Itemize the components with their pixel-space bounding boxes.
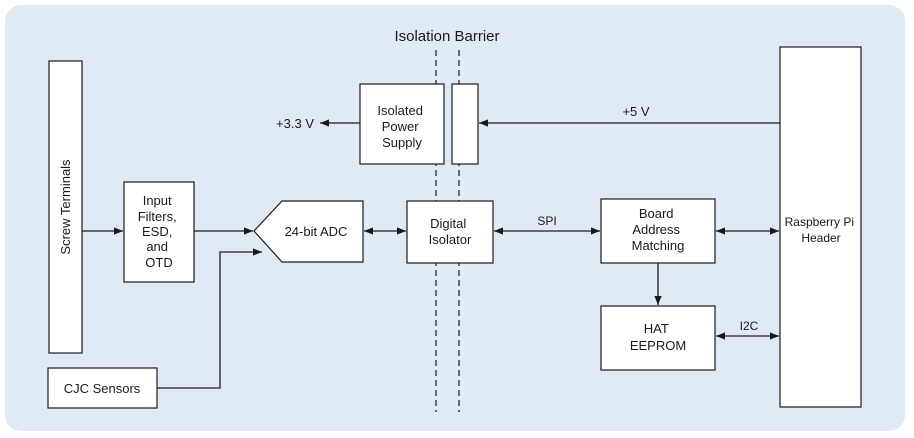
v5-label: +5 V	[622, 104, 649, 119]
cjc-sensors-label: CJC Sensors	[64, 381, 141, 396]
digital-isolator-block	[406, 200, 494, 264]
input-filters-label: Input Filters, ESD, and OTD	[138, 193, 181, 270]
screw-terminals-label: Screw Terminals	[58, 159, 73, 255]
raspberry-pi-header-label: Raspberry Pi Header	[785, 215, 858, 245]
hat-eeprom-label: HAT EEPROM	[630, 321, 686, 353]
isolated-power-supply-block	[359, 83, 445, 165]
adc-label: 24-bit ADC	[285, 224, 348, 239]
v33-label: +3.3 V	[276, 116, 314, 131]
adc-block	[253, 200, 364, 263]
arrow-cjc-to-adc	[157, 248, 262, 389]
board-address-matching-label: Board Address Matching	[632, 206, 685, 253]
isolated-power-supply-secondary	[451, 83, 479, 165]
isolated-power-supply-label: Isolated Power Supply	[377, 103, 426, 150]
input-filters-block	[123, 181, 195, 283]
digital-isolator-label: Digital Isolator	[429, 216, 472, 247]
i2c-label: I2C	[740, 319, 759, 333]
spi-label: SPI	[537, 214, 556, 228]
hat-eeprom-block	[600, 305, 716, 371]
board-address-matching-block	[600, 198, 716, 264]
cjc-sensors-block	[47, 367, 158, 409]
raspberry-pi-header-block	[779, 46, 862, 408]
isolation-barrier-title: Isolation Barrier	[394, 28, 499, 45]
screw-terminals-block	[48, 60, 83, 354]
